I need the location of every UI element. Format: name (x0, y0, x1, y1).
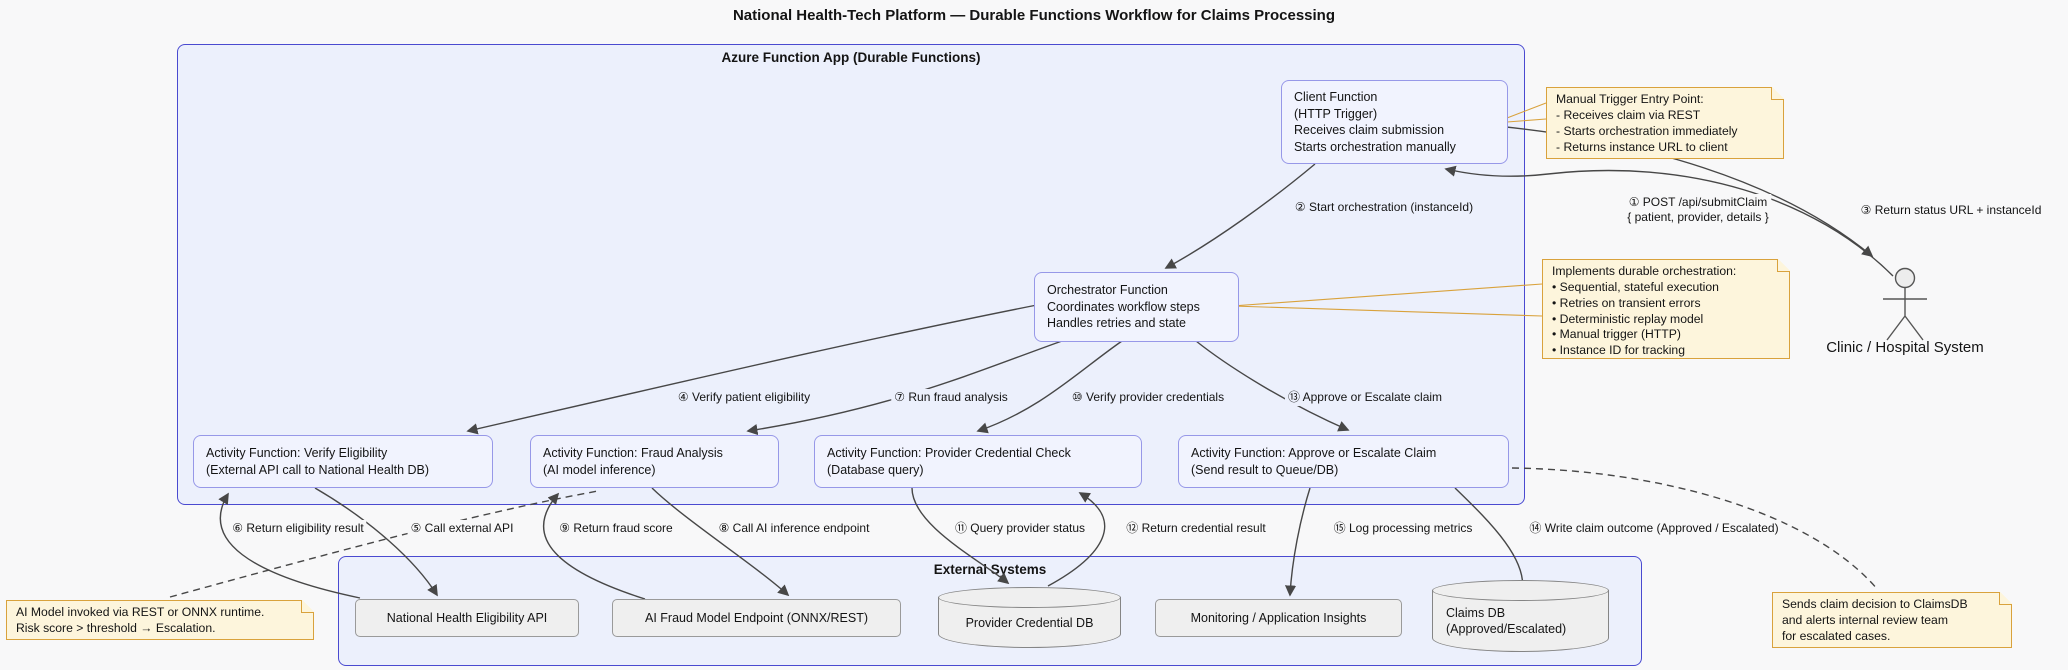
edge-verify-eligibility (466, 304, 1038, 435)
edge-label-12: ⑫ Return credential result (1123, 520, 1269, 538)
edge-label-1: ① POST /api/submitClaim { patient, provi… (1624, 194, 1772, 227)
edge-return-credential-result (1047, 492, 1106, 587)
note-ai-model: AI Model invoked via REST or ONNX runtim… (6, 600, 314, 640)
edge-start-orchestration (1164, 163, 1316, 269)
edge-label-15: ⑮ Log processing metrics (1330, 520, 1476, 538)
actor-icon (1883, 267, 1927, 341)
edge-label-2: ② Start orchestration (instanceId) (1291, 199, 1477, 217)
node-activity-verify-eligibility: Activity Function: Verify Eligibility (E… (193, 435, 493, 488)
cylinder-top (938, 587, 1121, 608)
note-durable-orchestration: Implements durable orchestration: • Sequ… (1542, 259, 1790, 359)
edge-label-5: ⑤ Call external API (407, 520, 517, 538)
edge-call-external-api (314, 487, 438, 597)
node-activity-provider-credential-check: Activity Function: Provider Credential C… (814, 435, 1142, 488)
edge-query-provider-status (911, 487, 1010, 585)
edge-run-fraud-analysis (746, 340, 1063, 436)
note-link-durable (1231, 283, 1543, 317)
node-claims-db: Claims DB (Approved/Escalated) (1432, 580, 1609, 652)
edge-ai-note-link (169, 490, 599, 598)
node-provider-credential-db: Provider Credential DB (938, 587, 1121, 648)
diagram-title: National Health-Tech Platform — Durable … (732, 7, 1336, 24)
edge-post-submit-claim (1444, 165, 1894, 277)
node-activity-approve-escalate: Activity Function: Approve or Escalate C… (1178, 435, 1509, 488)
edge-label-3: ③ Return status URL + instanceId (1857, 202, 2045, 220)
cylinder-top (1432, 580, 1609, 601)
actor-label: Clinic / Hospital System (1826, 339, 1984, 356)
node-client-function: Client Function (HTTP Trigger) Receives … (1281, 80, 1508, 164)
node-ai-fraud-model-endpoint: AI Fraud Model Endpoint (ONNX/REST) (612, 599, 901, 637)
edge-verify-provider-credentials (976, 340, 1123, 434)
node-monitoring-app-insights: Monitoring / Application Insights (1155, 599, 1402, 637)
edge-return-eligibility-result (218, 492, 361, 599)
edge-label-8: ⑧ Call AI inference endpoint (715, 520, 873, 538)
edge-claims-note-link (1511, 467, 1879, 591)
azure-container-label: Azure Function App (Durable Functions) (721, 50, 981, 65)
edge-return-fraud-score (542, 492, 646, 600)
edge-label-14: ⑭ Write claim outcome (Approved / Escala… (1526, 520, 1782, 538)
edge-label-6: ⑥ Return eligibility result (229, 520, 367, 538)
edge-label-7: ⑦ Run fraud analysis (891, 389, 1011, 407)
edge-label-4: ④ Verify patient eligibility (674, 389, 814, 407)
edge-label-11: ⑪ Query provider status (951, 520, 1089, 538)
node-national-health-eligibility-api: National Health Eligibility API (355, 599, 579, 637)
node-orchestrator-function: Orchestrator Function Coordinates workfl… (1034, 272, 1239, 342)
node-activity-fraud-analysis: Activity Function: Fraud Analysis (AI mo… (530, 435, 779, 488)
edge-approve-or-escalate (1195, 340, 1350, 432)
edge-call-ai-inference (651, 487, 790, 597)
edge-label-13: ⑬ Approve or Escalate claim (1284, 389, 1446, 407)
note-manual-trigger: Manual Trigger Entry Point: - Receives c… (1546, 87, 1784, 159)
edge-label-9: ⑨ Return fraud score (556, 520, 676, 538)
edge-label-10: ⑩ Verify provider credentials (1068, 389, 1228, 407)
edge-log-processing-metrics (1284, 487, 1311, 597)
note-claims-decision: Sends claim decision to ClaimsDB and ale… (1772, 592, 2012, 648)
